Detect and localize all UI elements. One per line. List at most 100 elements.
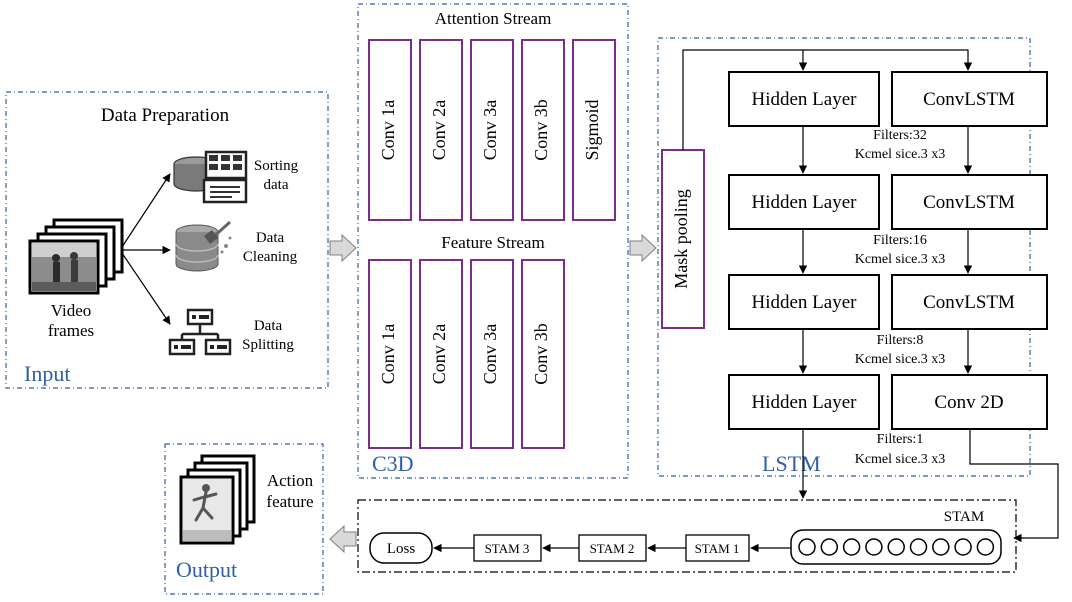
- data-preparation-title: Data Preparation: [101, 105, 230, 126]
- block-arrow-c3d-to-lstm: [629, 233, 657, 263]
- c3d-panel-label: C3D: [372, 451, 414, 476]
- feature-circle: [842, 538, 861, 556]
- feature-circle: [865, 538, 883, 556]
- filters-label: Filters:1: [877, 432, 924, 447]
- mask-pooling-block: Mask pooling: [661, 149, 705, 329]
- lstm-panel: LSTM Mask pooling Hidden Layer ConvLSTM …: [657, 37, 1048, 499]
- kernel-label: Kcmel sice.3 x3: [855, 452, 946, 467]
- conv2d-label: Conv 2D: [934, 392, 1003, 413]
- convlstm-label: ConvLSTM: [923, 292, 1015, 313]
- database-table-icon: [173, 150, 248, 204]
- attention-block-label: Conv 3b: [531, 99, 551, 161]
- action-feature-label-2: feature: [266, 492, 313, 511]
- feature-circle: [798, 538, 816, 556]
- sorting-label-1: Sorting: [254, 158, 299, 174]
- input-panel-label: Input: [24, 361, 70, 386]
- output-panel-label: Output: [176, 557, 237, 582]
- output-panel: Output Action feature: [164, 443, 324, 595]
- lstm-row: Hidden Layer Conv 2D Filters:1 Kcmel sic…: [728, 374, 1048, 467]
- attention-block-label: Conv 1a: [378, 100, 398, 161]
- kernel-label: Kcmel sice.3 x3: [855, 147, 946, 162]
- hidden-layer-label: Hidden Layer: [752, 292, 858, 313]
- convlstm-box: [891, 174, 1048, 230]
- video-frames-label-2: frames: [48, 321, 94, 340]
- connector-to-convlstm-1: [682, 49, 973, 150]
- c3d-panel: Attention Stream Feature Stream C3D Conv…: [357, 3, 629, 479]
- action-feature-label-1: Action: [267, 471, 314, 490]
- lstm-row: Hidden Layer ConvLSTM Filters:32 Kcmel s…: [728, 71, 1048, 162]
- mask-pooling-label: Mask pooling: [671, 189, 691, 289]
- output-panel-border: [164, 443, 324, 595]
- lstm-row: Hidden Layer ConvLSTM Filters:8 Kcmel si…: [728, 274, 1048, 367]
- block-arrow-input-to-c3d: [329, 233, 357, 263]
- connector-conv2d-to-stam: [969, 429, 1059, 543]
- convlstm-box: [891, 71, 1048, 127]
- stam-block-label: STAM 1: [695, 541, 740, 556]
- arrow-to-sorting: [121, 173, 171, 248]
- arrow-to-splitting: [121, 252, 171, 325]
- splitting-label-2: Splitting: [242, 337, 294, 353]
- filters-label: Filters:16: [873, 233, 927, 248]
- hidden-layer-box: [728, 274, 880, 330]
- feature-block-label: Conv 3a: [480, 324, 500, 385]
- feature-circle: [976, 538, 995, 556]
- stam-block-label: STAM 3: [485, 541, 530, 556]
- feature-block-label: Conv 3b: [531, 323, 551, 385]
- block-arrow-stam-to-output: [329, 524, 357, 554]
- attention-block: Sigmoid: [572, 39, 616, 221]
- convlstm-box: [891, 274, 1048, 330]
- flowchart-split-icon: [168, 308, 232, 356]
- attention-stream-title: Attention Stream: [435, 9, 552, 28]
- video-frames-icon: [28, 218, 124, 295]
- hidden-layer-label: Hidden Layer: [752, 192, 858, 213]
- hidden-layer-box: [728, 71, 880, 127]
- feature-block-label: Conv 1a: [378, 324, 398, 385]
- feature-block: Conv 3b: [521, 259, 565, 449]
- attention-block-label: Conv 2a: [429, 100, 449, 161]
- action-frames-icon: [179, 454, 256, 545]
- feature-block: Conv 3a: [470, 259, 514, 449]
- stam-block-label: STAM 2: [590, 541, 635, 556]
- feature-block-label: Conv 2a: [429, 324, 449, 385]
- feature-stream-title: Feature Stream: [441, 233, 544, 252]
- database-brush-icon: [175, 220, 232, 272]
- c3d-panel-border: [357, 3, 629, 479]
- filters-label: Filters:32: [873, 128, 927, 143]
- attention-block: Conv 3a: [470, 39, 514, 221]
- hidden-layer-box: [728, 174, 880, 230]
- loss-label: Loss: [387, 541, 416, 557]
- lstm-panel-label: LSTM: [762, 451, 821, 476]
- input-panel-border: [5, 91, 329, 389]
- attention-block: Conv 3b: [521, 39, 565, 221]
- convlstm-label: ConvLSTM: [923, 192, 1015, 213]
- feature-circle: [887, 538, 905, 556]
- video-frames-label-1: Video: [51, 301, 92, 320]
- attention-block-label: Sigmoid: [582, 99, 602, 160]
- feature-circle: [820, 538, 839, 556]
- stam-panel: STAM STAM 1 STAM 2 STAM 3 Loss: [357, 499, 1017, 573]
- kernel-label: Kcmel sice.3 x3: [855, 352, 946, 367]
- loss-box: [369, 532, 433, 564]
- attention-block: Conv 1a: [368, 39, 412, 221]
- attention-block-label: Conv 3a: [480, 100, 500, 161]
- kernel-label: Kcmel sice.3 x3: [855, 252, 946, 267]
- cleaning-label-1: Data: [256, 230, 285, 246]
- hidden-layer-label: Hidden Layer: [752, 392, 858, 413]
- feature-block: Conv 2a: [419, 259, 463, 449]
- filters-label: Filters:8: [877, 333, 924, 348]
- stam-label: STAM: [944, 509, 984, 525]
- feature-sequence-circles: [798, 538, 995, 556]
- feature-block: Conv 1a: [368, 259, 412, 449]
- attention-block: Conv 2a: [419, 39, 463, 221]
- hidden-layer-label: Hidden Layer: [752, 89, 858, 110]
- feature-circle: [909, 538, 928, 556]
- convlstm-label: ConvLSTM: [923, 89, 1015, 110]
- cleaning-label-2: Cleaning: [243, 249, 298, 265]
- stam-block: [685, 534, 750, 562]
- lstm-row: Hidden Layer ConvLSTM Filters:16 Kcmel s…: [728, 174, 1048, 267]
- feature-circle: [932, 538, 950, 556]
- feature-circle: [954, 538, 972, 556]
- lstm-panel-border: [657, 37, 1031, 477]
- sorting-label-2: data: [264, 177, 289, 193]
